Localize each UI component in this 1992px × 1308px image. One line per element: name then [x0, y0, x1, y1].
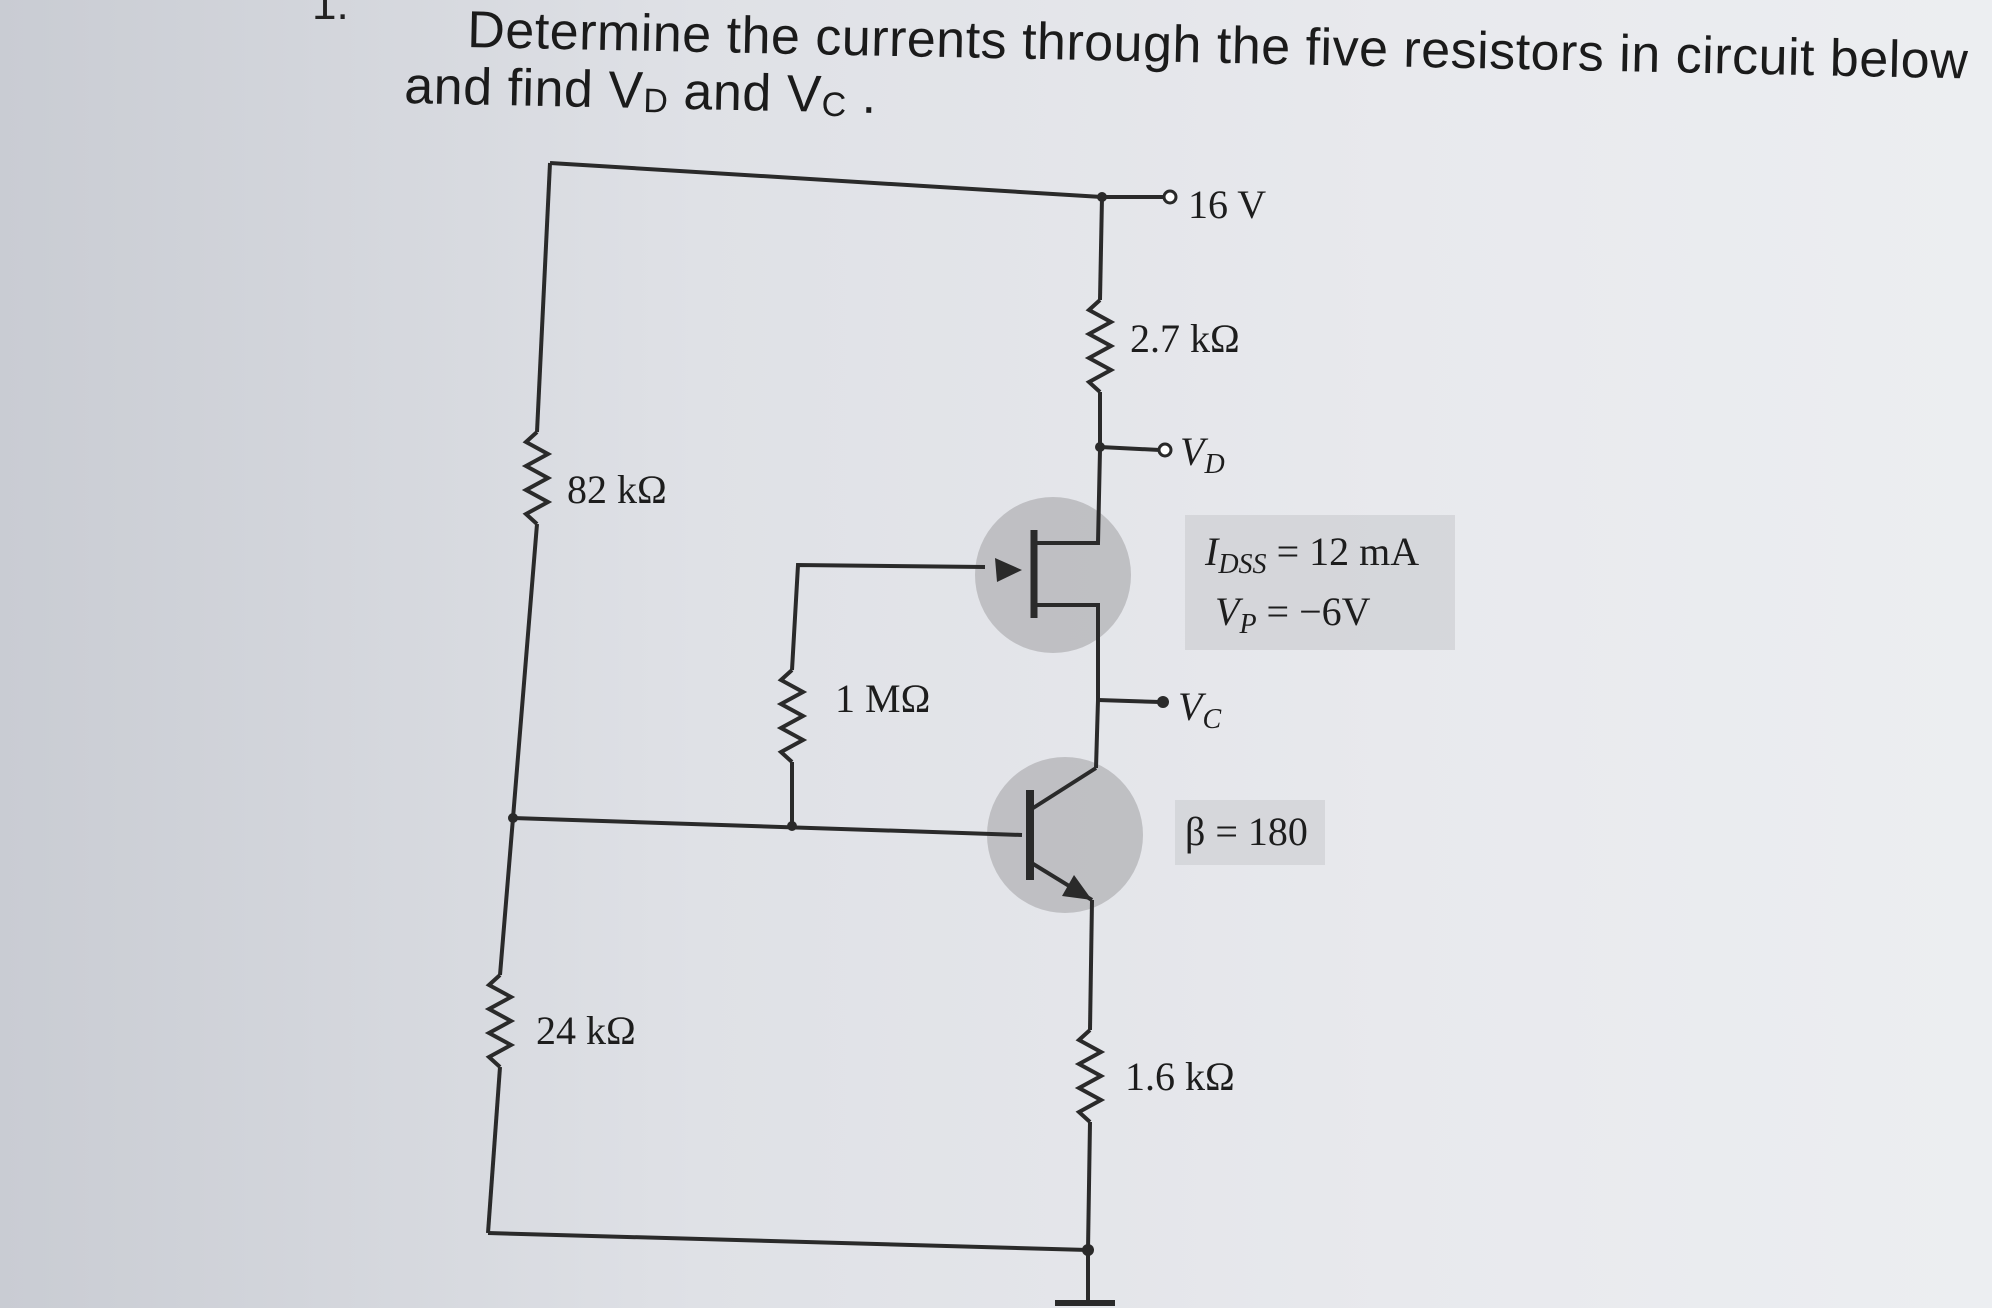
jfet-shading: [975, 497, 1131, 653]
vp-value: = −6V: [1257, 589, 1371, 634]
idss-subscript: DSS: [1217, 549, 1266, 580]
label-vc: VC: [1178, 684, 1221, 735]
jfet-source: [1034, 603, 1100, 700]
vd-terminal: [1157, 442, 1173, 458]
wire-drain-top: [1098, 196, 1104, 301]
resistor-24k: [484, 973, 516, 1069]
label-vd: VD: [1180, 429, 1225, 480]
jfet-param-box: [1185, 515, 1455, 650]
wire-left-lower: [498, 817, 515, 976]
resistor-82k: [521, 430, 553, 526]
label-82k: 82 kΩ: [567, 467, 667, 512]
wire-base: [512, 816, 1023, 837]
wire-emitter: [1088, 899, 1094, 1031]
idss-value: = 12 mA: [1267, 529, 1420, 574]
vc-terminal: [1157, 696, 1169, 708]
gate-arrow: [995, 558, 1022, 582]
label-beta: β = 180: [1185, 809, 1308, 854]
vc-letter: V: [1178, 684, 1207, 729]
vp-subscript: P: [1238, 609, 1256, 640]
wire-vd: [1099, 445, 1161, 452]
vc-subscript: C: [1202, 704, 1221, 735]
emitter-arrow: [1062, 875, 1092, 900]
wire-left-bottom: [486, 1066, 502, 1234]
label-24k: 24 kΩ: [536, 1008, 636, 1053]
junction-vd: [1095, 442, 1105, 452]
wire-collector: [1094, 699, 1100, 769]
wire-left-upper: [535, 162, 552, 433]
idss-letter: I: [1204, 529, 1220, 574]
wire-left-mid: [511, 523, 539, 819]
problem-number: 1.: [312, 0, 349, 29]
label-vp: VP = −6V: [1215, 589, 1371, 640]
label-1m: 1 MΩ: [835, 676, 930, 721]
label-1-6k: 1.6 kΩ: [1125, 1054, 1235, 1099]
wire-vc: [1097, 698, 1161, 704]
label-16v: 16 V: [1188, 182, 1266, 227]
vd-subscript: D: [1203, 449, 1224, 480]
wire-gate: [790, 562, 986, 671]
resistor-1-6k: [1074, 1028, 1106, 1124]
wire-bottom: [487, 1231, 1089, 1252]
label-2-7k: 2.7 kΩ: [1130, 316, 1240, 361]
wire-top: [549, 161, 1165, 199]
wire-emitter-bottom: [1086, 1121, 1092, 1251]
vp-letter: V: [1215, 589, 1244, 634]
supply-terminal: [1162, 189, 1178, 205]
resistor-2-7k: [1084, 298, 1116, 394]
bjt-collector: [1028, 766, 1098, 812]
jfet-drain: [1034, 449, 1102, 545]
label-idss: IDSS = 12 mA: [1204, 529, 1419, 580]
bjt-param-box: [1175, 800, 1325, 865]
resistor-1m: [776, 668, 808, 764]
vd-letter: V: [1180, 429, 1209, 474]
